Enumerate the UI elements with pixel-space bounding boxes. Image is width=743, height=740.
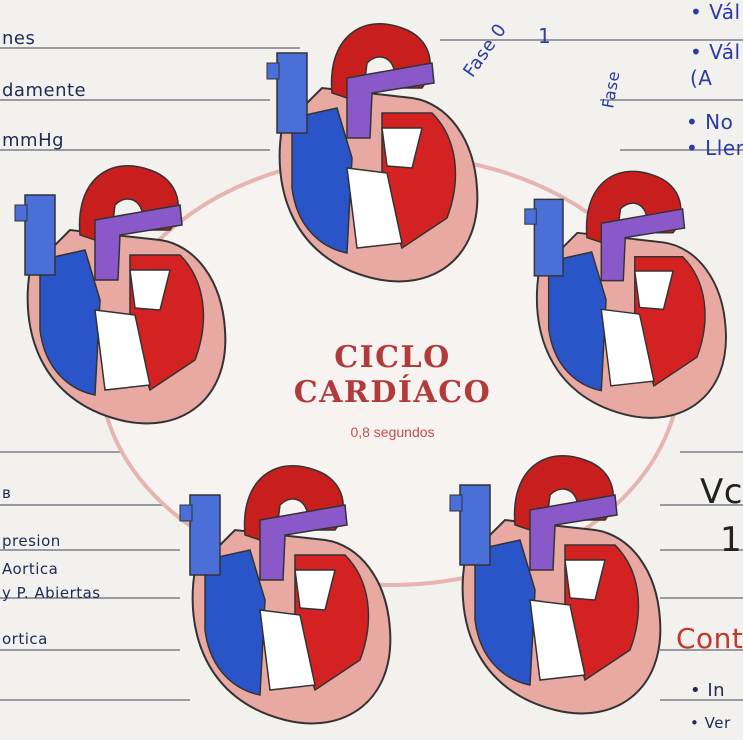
cycle-duration: 0,8 segundos [255, 424, 530, 440]
heart-phase-bottom-left [175, 450, 405, 740]
heart-phase-bottom-right [445, 440, 675, 730]
heart-phase-left [10, 150, 240, 440]
cycle-title: CICLO CARDÍACO [255, 340, 530, 410]
heart-phase-top [262, 8, 492, 298]
cycle-title-group: CICLO CARDÍACO 0,8 segundos [255, 340, 530, 440]
heart-phase-right [520, 150, 740, 440]
